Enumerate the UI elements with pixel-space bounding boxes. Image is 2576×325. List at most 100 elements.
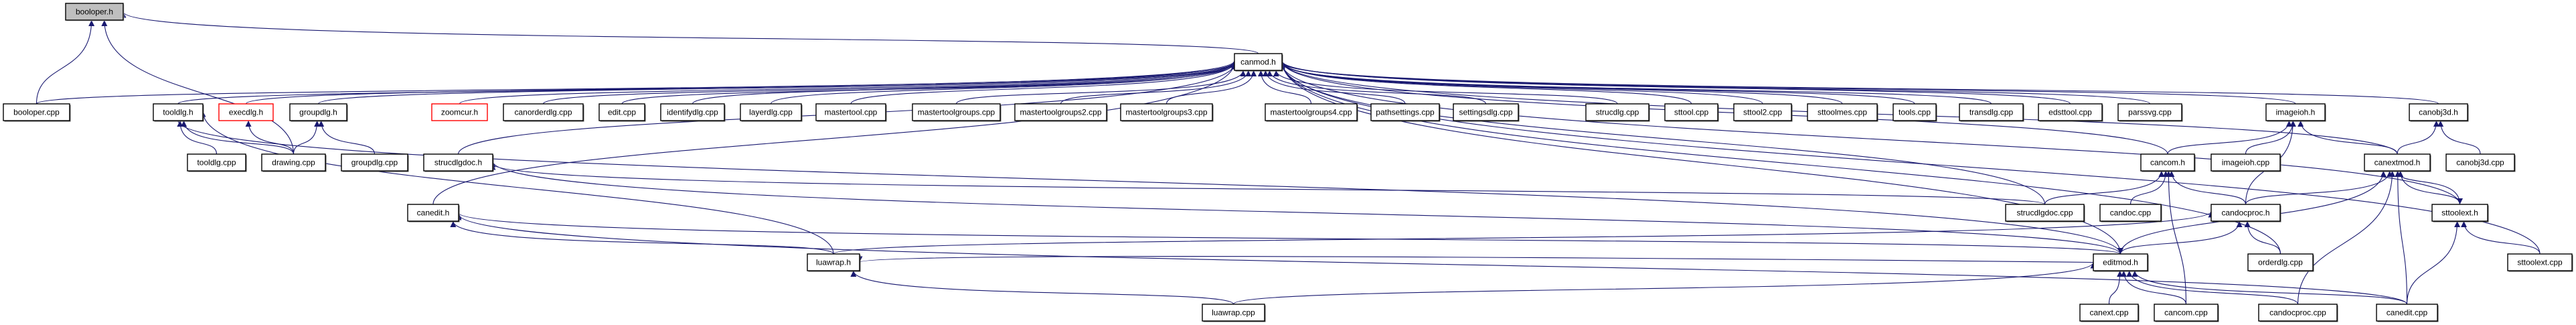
node-mastertoolgroups-cpp[interactable]: mastertoolgroups.cpp [912, 103, 1001, 122]
node-label: groupdlg.cpp [351, 158, 398, 168]
node-label: canextmod.h [2374, 158, 2421, 168]
node-label: booloper.h [76, 7, 113, 17]
node-box [1453, 103, 1519, 121]
node-mastertoolgroups3-cpp[interactable]: mastertoolgroups3.cpp [1120, 103, 1214, 122]
node-box [598, 103, 645, 121]
node-label: mastertoolgroups3.cpp [1125, 108, 1207, 117]
node-booloper-cpp[interactable]: booloper.cpp [3, 103, 71, 122]
node-booloper-h[interactable]: booloper.h [65, 3, 125, 21]
node-mastertoolgroups2-cpp[interactable]: mastertoolgroups2.cpp [1014, 103, 1108, 122]
node-cancom-h[interactable]: cancom.h [2140, 153, 2196, 172]
node-identifydlg-cpp[interactable]: identifydlg.cpp [660, 103, 726, 122]
node-candocproc-cpp[interactable]: candocproc.cpp [2258, 304, 2338, 322]
node-label: cancom.h [2150, 158, 2185, 168]
edge-strucdlgdoc_cpp-to-cancom_h [2044, 170, 2165, 205]
node-luawrap-cpp[interactable]: luawrap.cpp [1202, 304, 1266, 322]
node-strucdlgdoc-h[interactable]: strucdlgdoc.h [423, 153, 494, 172]
node-box [1370, 103, 1440, 121]
node-label: canobj3d.cpp [2456, 158, 2504, 168]
node-canmod-h[interactable]: canmod.h [1234, 53, 1283, 72]
node-luawrap-h[interactable]: luawrap.h [807, 253, 861, 272]
node-canextmod-h[interactable]: canextmod.h [2364, 153, 2431, 172]
node-box [2431, 204, 2488, 222]
node-tools-cpp[interactable]: tools.cpp [1893, 103, 1937, 122]
node-tooldlg-cpp[interactable]: tooldlg.cpp [187, 153, 247, 172]
node-label: parssvg.cpp [2128, 108, 2172, 117]
node-label: booloper.cpp [13, 108, 60, 117]
node-label: pathsettings.cpp [1376, 108, 1435, 117]
edge-imageioh_cpp-to-imageioh_h [2245, 120, 2296, 155]
node-box [2079, 304, 2139, 322]
node-label: mastertoolgroups2.cpp [1020, 108, 1101, 117]
node-imageioh-cpp[interactable]: imageioh.cpp [2210, 153, 2281, 172]
node-canedit-cpp[interactable]: canedit.cpp [2376, 304, 2439, 322]
node-sttoolmes-cpp[interactable]: sttoolmes.cpp [1807, 103, 1878, 122]
node-strucdlg-cpp[interactable]: strucdlg.cpp [1585, 103, 1650, 122]
edge-sttoolext_h-to-canextmod_h [2397, 170, 2461, 205]
node-label: tooldlg.cpp [197, 158, 236, 168]
node-box [2507, 253, 2573, 271]
node-imageioh-h[interactable]: imageioh.h [2265, 103, 2326, 122]
node-box [1014, 103, 1107, 121]
node-pathsettings-cpp[interactable]: pathsettings.cpp [1370, 103, 1441, 122]
node-sttool-cpp[interactable]: sttool.cpp [1664, 103, 1719, 122]
node-mastertool-cpp[interactable]: mastertool.cpp [815, 103, 887, 122]
node-transdlg-cpp[interactable]: transdlg.cpp [1959, 103, 2024, 122]
edge-candocproc_cpp-to-canextmod_h [2297, 170, 2396, 305]
node-mastertoolgroups4-cpp[interactable]: mastertoolgroups4.cpp [1265, 103, 1358, 122]
node-label: orderdlg.cpp [2258, 258, 2303, 267]
edge-editmod_h-to-luawrap_h [857, 256, 2094, 263]
edge-canext_cpp-to-editmod_h [2108, 270, 2123, 305]
node-groupdlg-cpp[interactable]: groupdlg.cpp [341, 153, 409, 172]
node-layerdlg-cpp[interactable]: layerdlg.cpp [740, 103, 803, 122]
edge-cancom_cpp-to-cancom_h [2165, 170, 2187, 305]
node-box [2247, 253, 2314, 271]
edge-booloper_cpp-to-booloper_h [35, 19, 95, 105]
edge-canextmod_h-to-sttoolext_h [2397, 170, 2463, 205]
node-drawing-cpp[interactable]: drawing.cpp [261, 153, 327, 172]
edge-mastertoolgroups2_cpp-to-canmod_h [1060, 70, 1252, 105]
edge-transdlg_cpp-to-canmod_h [1279, 63, 1992, 105]
node-editmod-h[interactable]: editmod.h [2093, 253, 2149, 272]
node-strucdlgdoc-cpp[interactable]: strucdlgdoc.cpp [2005, 204, 2085, 222]
node-groupdlg-h[interactable]: groupdlg.h [289, 103, 348, 122]
node-execdlg-h[interactable]: execdlg.h [218, 103, 274, 121]
edge-canobj3d_cpp-to-canobj3d_h [2437, 120, 2481, 155]
node-label: cancom.cpp [2164, 308, 2208, 318]
node-candoc-cpp[interactable]: candoc.cpp [2099, 204, 2162, 222]
node-box [2210, 153, 2281, 172]
node-edsttool-cpp[interactable]: edsttool.cpp [2038, 103, 2103, 122]
node-edit-cpp[interactable]: edit.cpp [598, 103, 646, 122]
node-label: layerdlg.cpp [749, 108, 793, 117]
node-sttoolext-cpp[interactable]: sttoolext.cpp [2507, 253, 2573, 272]
node-zoomcur-h[interactable]: zoomcur.h [431, 103, 488, 121]
node-orderdlg-cpp[interactable]: orderdlg.cpp [2247, 253, 2314, 272]
node-sttoolext-h[interactable]: sttoolext.h [2431, 204, 2489, 222]
node-settingsdlg-cpp[interactable]: settingsdlg.cpp [1453, 103, 1520, 122]
node-sttool2-cpp[interactable]: sttool2.cpp [1733, 103, 1793, 122]
node-canobj3d-h[interactable]: canobj3d.h [2409, 103, 2469, 122]
node-parssvg-cpp[interactable]: parssvg.cpp [2117, 103, 2183, 122]
edge-canedit_h-to-canmod_h [432, 62, 1238, 205]
node-canorderdlg-cpp[interactable]: canorderdlg.cpp [503, 103, 584, 122]
node-label: canext.cpp [2089, 308, 2128, 318]
node-canedit-h[interactable]: canedit.h [407, 204, 460, 222]
edge-mastertoolgroups_cpp-to-canmod_h [955, 70, 1246, 105]
node-box [2093, 253, 2148, 271]
node-label: tools.cpp [1899, 108, 1931, 117]
node-canobj3d-cpp[interactable]: canobj3d.cpp [2445, 153, 2516, 172]
node-box [65, 3, 124, 21]
node-box [2210, 204, 2281, 222]
edge-pathsettings_cpp-to-canmod_h [1263, 70, 1406, 105]
node-canext-cpp[interactable]: canext.cpp [2079, 304, 2140, 322]
node-label: edsttool.cpp [2048, 108, 2092, 117]
node-box [2376, 304, 2438, 322]
node-label: sttool.cpp [1674, 108, 1709, 117]
node-label: groupdlg.h [299, 108, 337, 117]
node-box [2140, 153, 2195, 172]
edge-cancom_cpp-to-editmod_h [2120, 270, 2187, 305]
node-tooldlg-h[interactable]: tooldlg.h [153, 103, 204, 122]
node-cancom-cpp[interactable]: cancom.cpp [2154, 304, 2219, 322]
node-candocproc-h[interactable]: candocproc.h [2210, 204, 2281, 222]
node-label: sttool2.cpp [1743, 108, 1782, 117]
